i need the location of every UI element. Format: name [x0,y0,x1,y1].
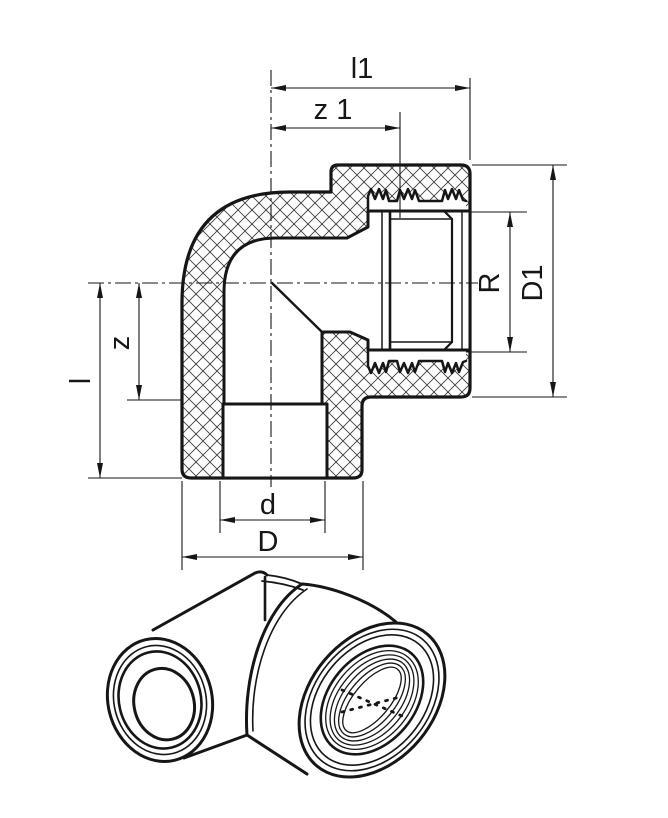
iso-bottom-tangent-right [245,733,309,776]
dim-label-z1: z 1 [314,94,353,126]
arrow-z1-right [385,125,400,131]
miter-edge [270,281,324,334]
iso-right-bore [319,644,425,756]
dimension-labels: l1 z 1 R D1 l z d D [65,53,549,558]
arrow-d-left [220,517,235,523]
arrow-R-bottom [507,337,513,352]
iso-right-socket-mouth [297,621,447,779]
iso-bottom-tangent-left [182,733,249,760]
dim-label-D1: D1 [517,264,549,301]
iso-junction-chamfer [261,574,304,591]
insert-knurl-bottom-fill [368,348,466,373]
arrow-l-bottom [97,463,103,478]
arrow-D1-bottom [550,382,556,397]
insert-knurl-top-line [366,187,468,213]
thread-chamfer-top [442,209,454,221]
iso-left-bore [132,666,197,742]
dim-label-l1: l1 [351,53,374,85]
iso-thread-helix-lines [325,649,419,751]
bore-contour [221,209,472,480]
arrow-z-bottom [136,385,142,400]
thread-chamfer-bottom [442,340,454,352]
arrow-z-top [136,283,142,298]
dim-label-l: l [65,378,97,384]
iso-right-rim-inner [309,634,435,766]
iso-left-rim-outer [105,637,215,763]
arrow-D-right [348,554,363,560]
arrow-D-left [182,554,197,560]
arrow-l1-right [455,85,470,91]
dim-label-z: z [104,336,136,351]
insert-knurl-top-fill [368,189,466,213]
arrow-l1-left [271,85,286,91]
dim-label-d: d [260,489,276,521]
insert-knurl-bottom-line [366,348,468,375]
dimension-arrows [97,85,556,560]
iso-socket-back-rim-inner [251,588,308,732]
isometric-view [105,570,447,779]
section-view [180,163,472,480]
iso-thread-highlight-cross [340,688,404,718]
iso-right-rim-outer [297,621,447,779]
iso-left-rim-inner [117,650,203,750]
iso-right-rim-mid [304,628,440,772]
dim-label-D: D [258,526,279,558]
arrow-R-top [507,212,513,227]
iso-socket-back-rim-outer [244,582,304,737]
iso-highlight-line-b [340,695,402,714]
iso-left-rim-mid [112,644,208,756]
iso-highlight-line-a [340,688,404,718]
iso-top-silhouette [151,570,269,632]
iso-socket-top-edge [300,582,398,624]
dim-label-R: R [474,273,506,294]
arrow-D1-top [550,165,556,180]
dimensioning [88,78,567,570]
arrow-d-right [310,517,325,523]
arrow-z1-left [271,125,286,131]
iso-left-socket-mouth [105,637,215,763]
centerlines [88,70,478,487]
arrow-l-top [97,283,103,298]
